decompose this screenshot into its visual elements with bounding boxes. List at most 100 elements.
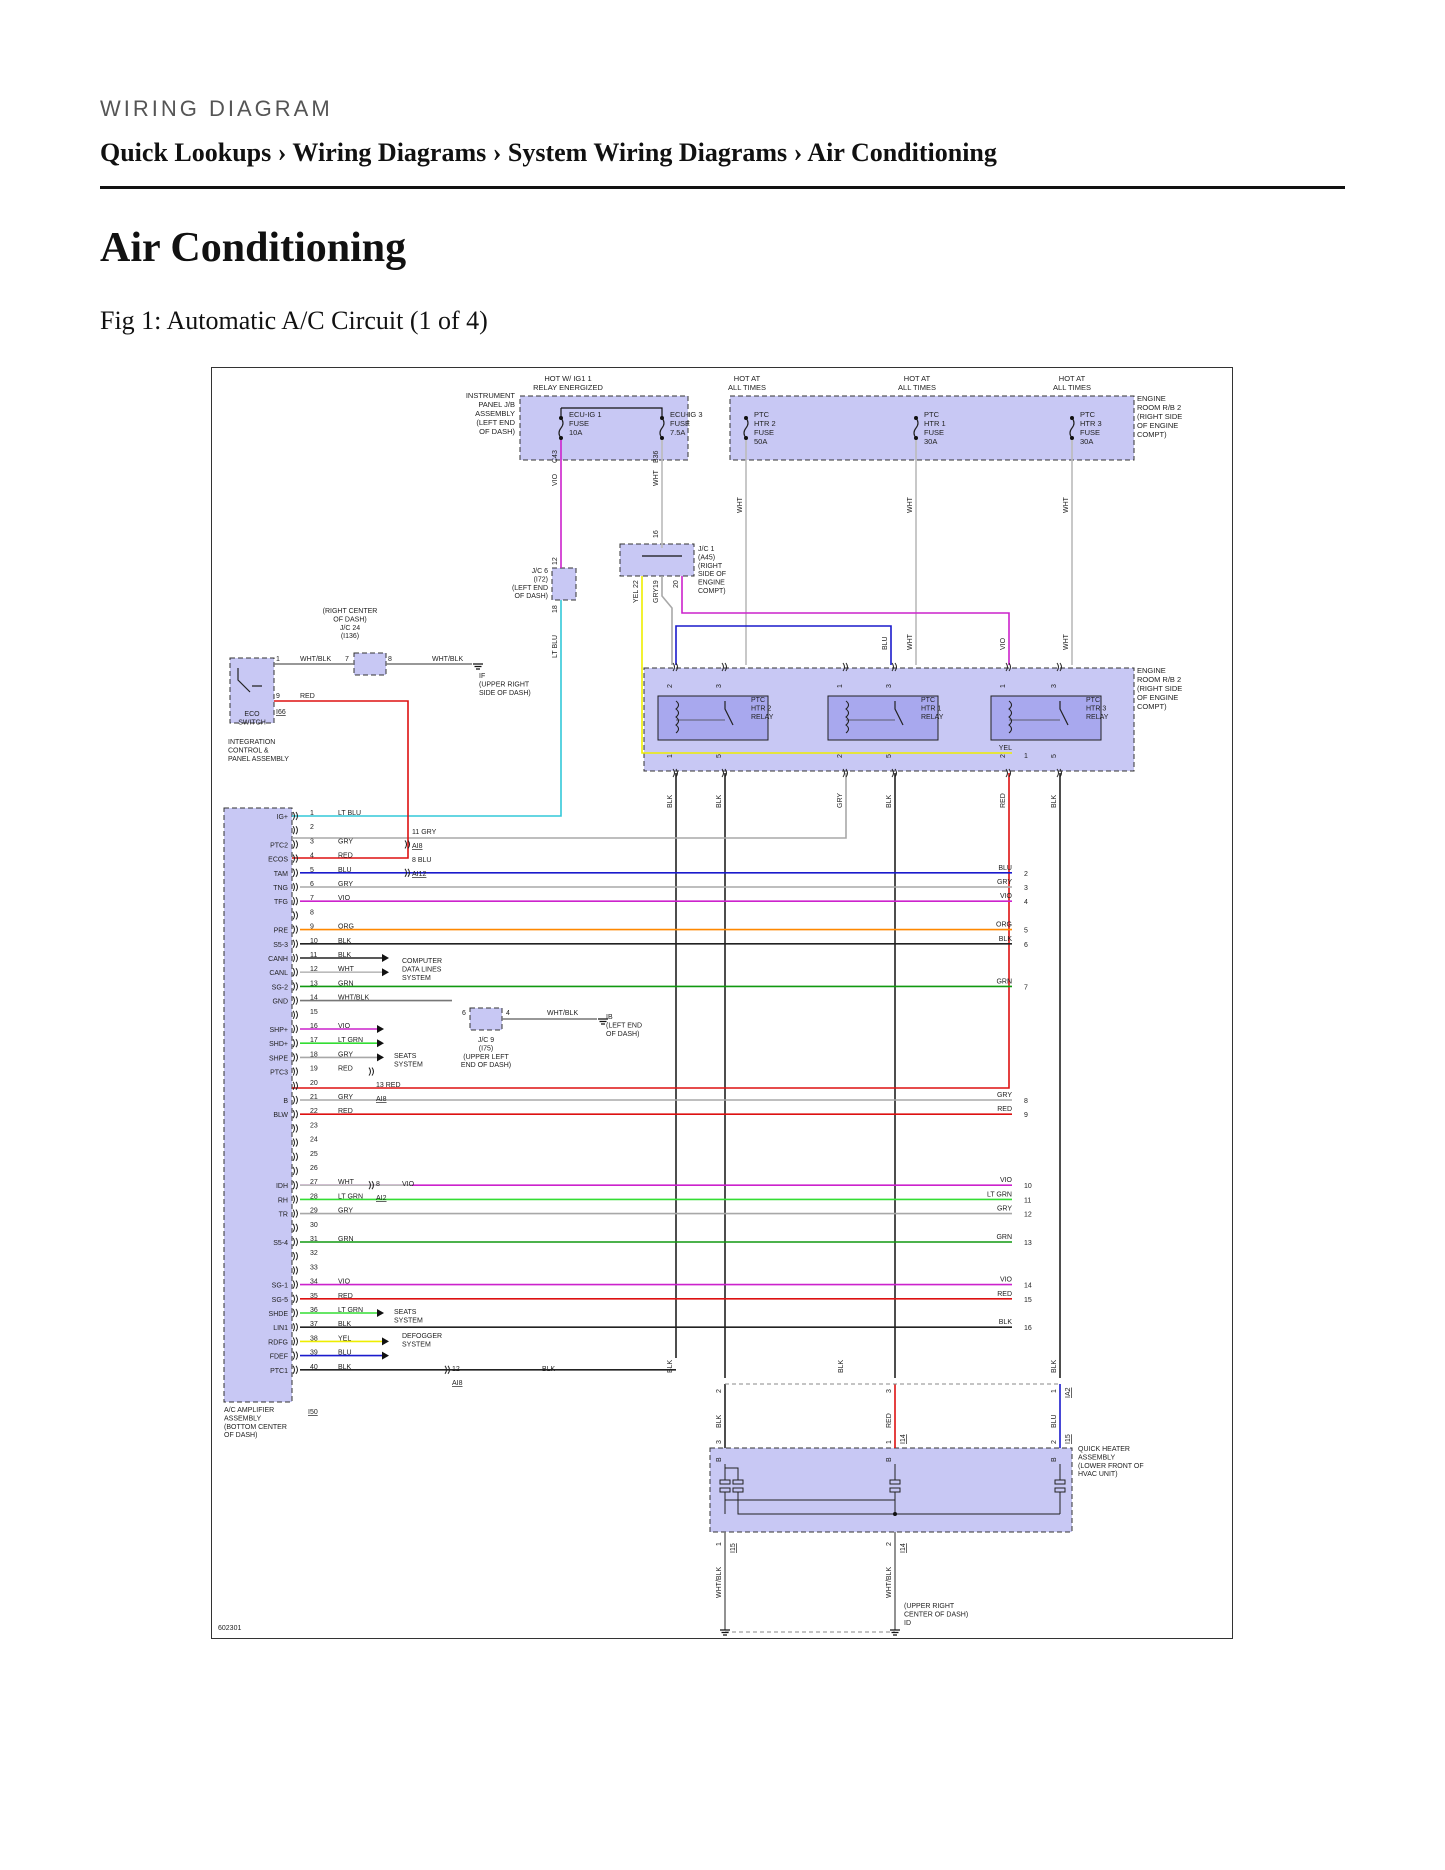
amp-pin-13: 13	[310, 980, 318, 987]
offpage-wire-label-12: GRY	[997, 1206, 1012, 1213]
amp-pin-39: 39	[310, 1350, 318, 1357]
amp-wire-label-29: GRY	[338, 1208, 353, 1215]
inline-13-red: 13 RED	[376, 1082, 401, 1089]
wire-label-whtblk-2: WHT/BLK	[432, 656, 463, 663]
relay-pin-bottom-right-2: 5	[886, 754, 893, 758]
wire-label-whtblk-1: WHT/BLK	[300, 656, 331, 663]
amp-pin-connector-16	[292, 1024, 298, 1034]
wire-red-eco-to-ecos	[274, 700, 409, 859]
page-kicker: WIRING DIAGRAM	[100, 96, 333, 121]
relay-conn-bot-a-2	[842, 768, 848, 778]
ground-id-b	[890, 1629, 900, 1636]
jc9-pin-6: 6	[462, 1010, 466, 1017]
jc6-pin-12: 12	[552, 557, 559, 565]
amp-pin-33: 33	[310, 1264, 318, 1271]
amp-terminal-name-9: PRE	[274, 928, 289, 935]
inline-jump-ai8-c	[444, 1365, 450, 1375]
amp-terminal-name-1: IG+	[277, 814, 288, 821]
offpage-wire-label-1: YEL	[999, 745, 1012, 752]
fuse-terminal-bottom-4	[914, 436, 918, 440]
amp-wire-label-6: GRY	[338, 881, 353, 888]
offpage-wire-label-4: VIO	[1000, 893, 1013, 900]
heater-element-extra-b	[732, 1487, 744, 1493]
amp-wire-label-4: RED	[338, 853, 353, 860]
amp-terminal-name-11: CANH	[268, 956, 288, 963]
connector-i14-a: I14	[900, 1434, 907, 1444]
amp-pin-connector-36	[292, 1308, 298, 1318]
amp-pin-14: 14	[310, 995, 318, 1002]
wire-gry-htr1-relay-to-ptc2	[292, 773, 847, 839]
offpage-wire-label-6: BLK	[999, 936, 1013, 943]
relay-pin-top-left-3: 1	[1000, 684, 1007, 688]
relay-conn-bot-a-1	[672, 768, 678, 778]
offpage-wire-label-8: GRY	[997, 1092, 1012, 1099]
jc1-pin-16: 16	[653, 530, 660, 538]
connector-c43: C43	[552, 450, 559, 463]
offpage-ref-4: 4	[1024, 899, 1028, 906]
eco-pin-1: 1	[276, 656, 280, 663]
heater-element-3	[1054, 1479, 1066, 1485]
heater-pin-1b: 1	[886, 1440, 893, 1444]
fuse-terminal-bottom-5	[1070, 436, 1074, 440]
offpage-wire-label-10: VIO	[1000, 1177, 1013, 1184]
junction-connector-jc24	[353, 652, 387, 676]
heater-node	[893, 1512, 897, 1516]
amp-terminal-name-7: TFG	[274, 899, 288, 906]
amp-terminal-name-29: TR	[279, 1212, 288, 1219]
relay-pin-top-left-2: 1	[837, 684, 844, 688]
header-divider	[100, 186, 1345, 189]
amp-pin-4: 4	[310, 853, 314, 860]
amp-pin-connector-32	[292, 1251, 298, 1261]
offpage-ref-14: 14	[1024, 1283, 1032, 1290]
amp-wire-label-12: WHT	[338, 966, 355, 973]
amp-pin-37: 37	[310, 1321, 318, 1328]
amp-pin-connector-18	[292, 1053, 298, 1062]
amp-pin-7: 7	[310, 895, 314, 902]
breadcrumb[interactable]: Quick Lookups › Wiring Diagrams › System…	[100, 138, 997, 167]
jc6-pin-18: 18	[552, 605, 559, 613]
amp-pin-connector-34	[292, 1280, 298, 1289]
amp-wire-label-17: LT GRN	[338, 1037, 363, 1044]
amp-pin-connector-38	[292, 1337, 298, 1346]
connector-i15-a: I15	[1065, 1434, 1072, 1444]
junction-connector-jc9	[469, 1007, 503, 1031]
jc24-pin-8: 8	[388, 656, 392, 663]
fuse-symbol-1	[558, 417, 564, 439]
relay-coil-3	[1008, 700, 1013, 734]
connector-ai8-c: AI8	[452, 1380, 463, 1387]
connector-i66: I66	[276, 709, 286, 716]
connector-i50: I50	[308, 1409, 318, 1416]
relay-pin-top-right-1: 3	[716, 684, 723, 688]
heater-terminal-b-1: B	[716, 1457, 723, 1462]
relay-conn-top-b-3	[1056, 662, 1062, 672]
fuse-terminal-top-5	[1070, 416, 1074, 420]
amp-terminal-name-19: PTC3	[270, 1070, 288, 1077]
amp-wire-label-1: LT BLU	[338, 810, 361, 817]
offpage-ref-7: 7	[1024, 984, 1028, 991]
relay-pin-bottom-right-3: 5	[1051, 754, 1058, 758]
amp-pin-connector-10	[292, 939, 298, 949]
ac-amplifier-box	[223, 807, 293, 1403]
arrow-canh	[382, 954, 389, 962]
amp-pin-connector-28	[292, 1195, 298, 1204]
amp-pin-connector-13	[292, 982, 298, 991]
junction-connector-jc1	[619, 543, 695, 577]
ig1-feed-wire-b	[561, 407, 663, 418]
amp-terminal-name-5: TAM	[274, 871, 288, 878]
amp-pin-connector-40	[292, 1365, 298, 1375]
amp-wire-label-39: BLU	[338, 1350, 352, 1357]
ground-ib	[598, 1018, 608, 1025]
amp-wire-label-7: VIO	[338, 895, 351, 902]
relay-pin-bottom-right-1: 5	[716, 754, 723, 758]
amp-terminal-name-18: SHPE	[269, 1055, 288, 1062]
wire-label-blk-r3b: BLK	[1051, 794, 1058, 808]
